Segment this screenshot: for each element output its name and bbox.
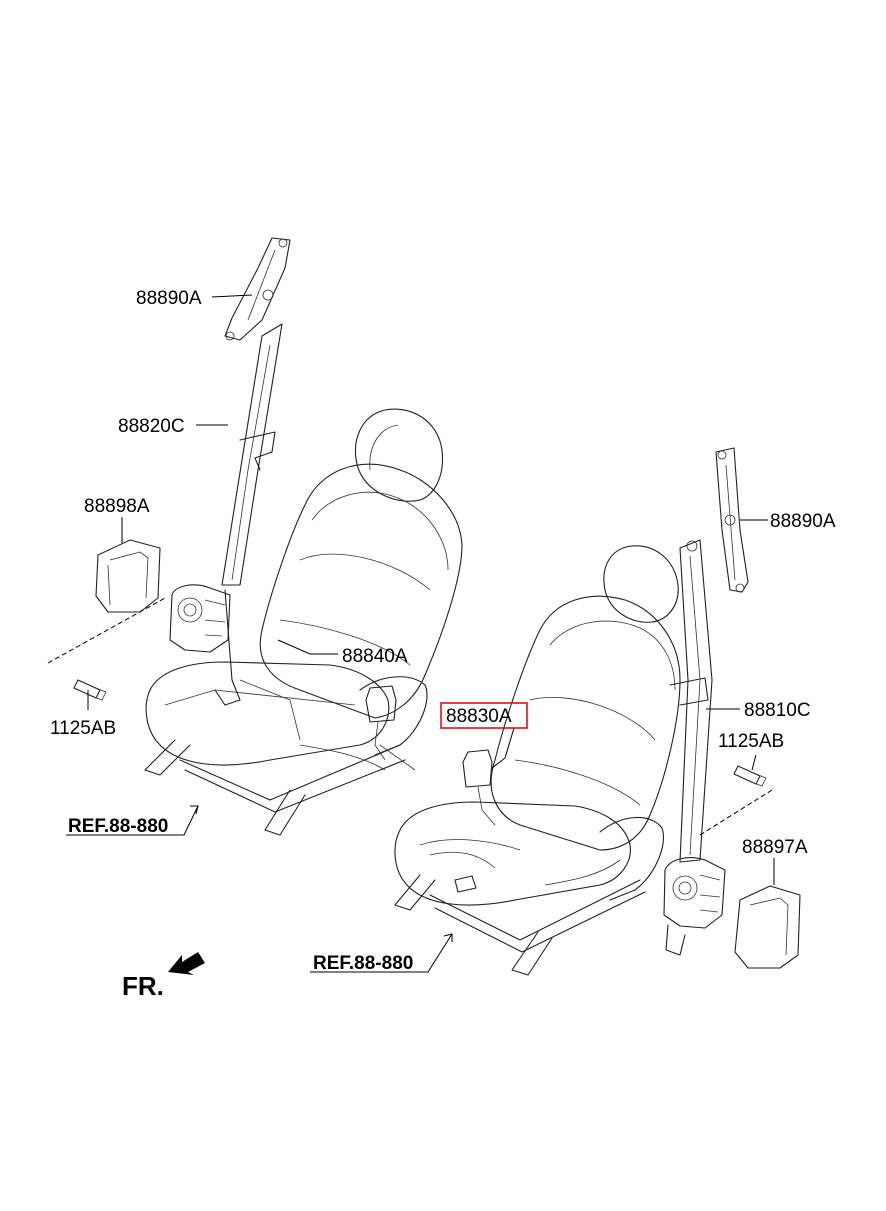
right-seat [394,545,681,976]
label-88897A: 88897A [742,837,808,858]
label-fr: FR. [122,971,164,1001]
left-belt-assembly [73,237,291,706]
label-ref-right: REF.88-880 [313,953,413,974]
label-ref-left: REF.88-880 [68,816,168,837]
label-88890A-left: 88890A [136,288,202,309]
label-88840A: 88840A [342,646,408,667]
label-1125AB-right: 1125AB [718,731,784,752]
leader-lines [47,294,775,973]
label-88820C: 88820C [118,416,185,437]
highlight-box [440,702,528,729]
label-88898A: 88898A [84,496,150,517]
label-88810C: 88810C [744,700,811,721]
left-seat [144,408,463,836]
label-1125AB-left: 1125AB [50,718,116,739]
label-88830A: 88830A [446,706,512,727]
right-belt-assembly [663,447,801,969]
label-88890A-right: 88890A [770,511,836,532]
front-direction-arrow [168,952,205,975]
